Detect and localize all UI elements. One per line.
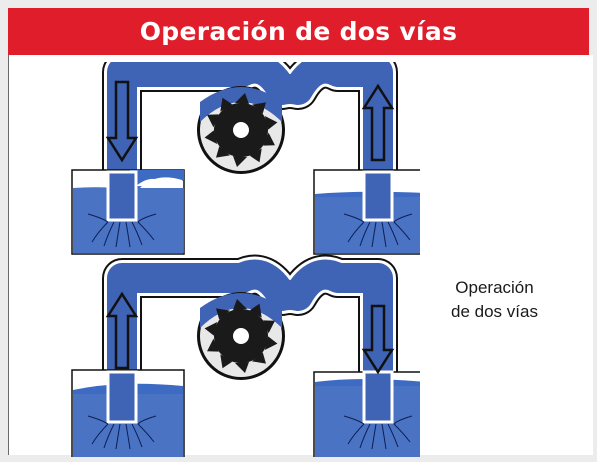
bottom-left-up-arrow-icon bbox=[105, 291, 139, 370]
two-way-pump-diagram bbox=[71, 62, 420, 457]
top-pipe-fluid bbox=[107, 62, 393, 212]
panel-left-border bbox=[8, 55, 9, 455]
bottom-right-down-arrow-icon bbox=[361, 304, 395, 375]
caption-line-2: de dos vías bbox=[451, 302, 538, 321]
title-banner: Operación de dos vías bbox=[8, 8, 589, 55]
diagram-caption: Operación de dos vías bbox=[432, 276, 557, 324]
page-title: Operación de dos vías bbox=[139, 17, 458, 46]
bottom-pipe-fluid bbox=[107, 259, 393, 418]
caption-line-1: Operación bbox=[455, 278, 534, 297]
bottom-pump-assembly bbox=[71, 254, 420, 457]
top-left-down-arrow-icon bbox=[105, 80, 139, 163]
top-right-up-arrow-icon bbox=[361, 83, 395, 162]
top-pump-assembly bbox=[71, 62, 420, 255]
